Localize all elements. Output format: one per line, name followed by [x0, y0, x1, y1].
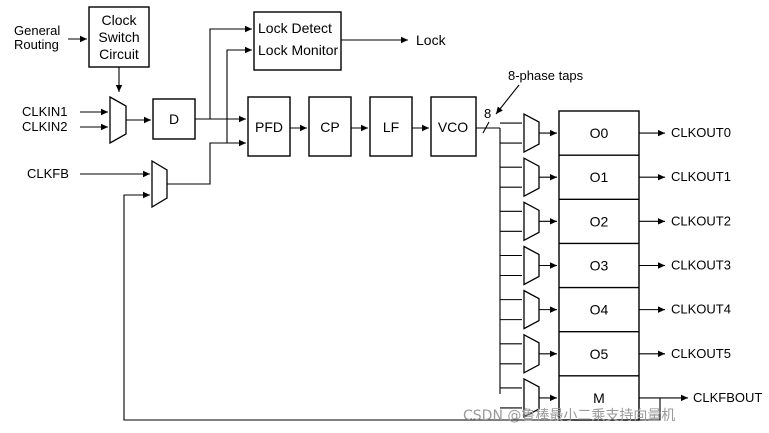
lock-detect-monitor-block — [253, 11, 342, 71]
phase-select-mux — [523, 112, 540, 154]
clock-switch-label-line3: Circuit — [99, 46, 139, 62]
clkfb-label: CLKFB — [27, 166, 69, 181]
counter-label: O4 — [590, 302, 609, 318]
clkout-label: CLKOUT0 — [671, 125, 731, 140]
phase-select-mux — [523, 245, 540, 286]
counter-label: O3 — [590, 257, 609, 273]
lock-detect-label: Lock Detect — [258, 20, 332, 36]
counter-label: O2 — [590, 213, 609, 229]
phase-select-mux — [523, 157, 540, 198]
clock-switch-label-line1: Clock — [101, 12, 137, 28]
clkout-label: CLKOUT2 — [671, 213, 731, 228]
clkout-label: CLKOUT4 — [671, 302, 731, 317]
phase-select-mux — [523, 289, 540, 330]
divider-label: D — [169, 111, 179, 127]
cp-label: CP — [320, 119, 339, 135]
feedback-to-pfd-wire — [167, 139, 246, 185]
phase-taps-label: 8-phase taps — [508, 68, 584, 83]
bus-width-label: 8 — [484, 106, 491, 121]
counter-label: M — [593, 390, 605, 406]
clkout-label: CLKOUT5 — [671, 346, 731, 361]
clkin1-label: CLKIN1 — [22, 104, 68, 119]
lock-output-label: Lock — [416, 32, 447, 48]
phase-select-mux — [523, 201, 540, 242]
clkout-label: CLKOUT3 — [671, 257, 731, 272]
general-routing-label-line1: General — [14, 23, 60, 38]
phase-taps-pointer — [495, 84, 520, 115]
lock-monitor-label: Lock Monitor — [258, 42, 338, 58]
lf-label: LF — [383, 119, 399, 135]
pfd-label: PFD — [255, 119, 283, 135]
general-routing-label-line2: Routing — [14, 37, 59, 52]
input-mux — [109, 95, 127, 145]
clock-switch-label-line2: Switch — [98, 29, 139, 45]
counter-label: O0 — [590, 125, 609, 141]
feedback-wire-into-mux — [123, 191, 150, 421]
feedback-to-lock-wire — [226, 46, 252, 143]
phase-select-mux — [523, 333, 540, 374]
divider-to-lock-wire — [209, 25, 252, 119]
clkin2-label: CLKIN2 — [22, 119, 68, 134]
clkfbout-label: CLKFBOUT — [693, 390, 762, 405]
output-counter-stack — [558, 110, 640, 421]
watermark: CSDN @鲁棒最小二乘支持向量机 — [463, 408, 675, 424]
clkfbout-feedback-wire — [150, 397, 661, 421]
pfd-block — [247, 96, 291, 157]
clkout-label: CLKOUT1 — [671, 169, 731, 184]
vco-label: VCO — [438, 119, 468, 135]
phase-select-mux — [523, 377, 540, 418]
counter-label: O1 — [590, 169, 609, 185]
feedback-mux — [151, 159, 168, 209]
bus-slash — [482, 121, 490, 134]
lf-block — [369, 96, 413, 157]
vco-block — [430, 96, 477, 157]
cp-block — [308, 96, 352, 157]
counter-label: O5 — [590, 346, 609, 362]
